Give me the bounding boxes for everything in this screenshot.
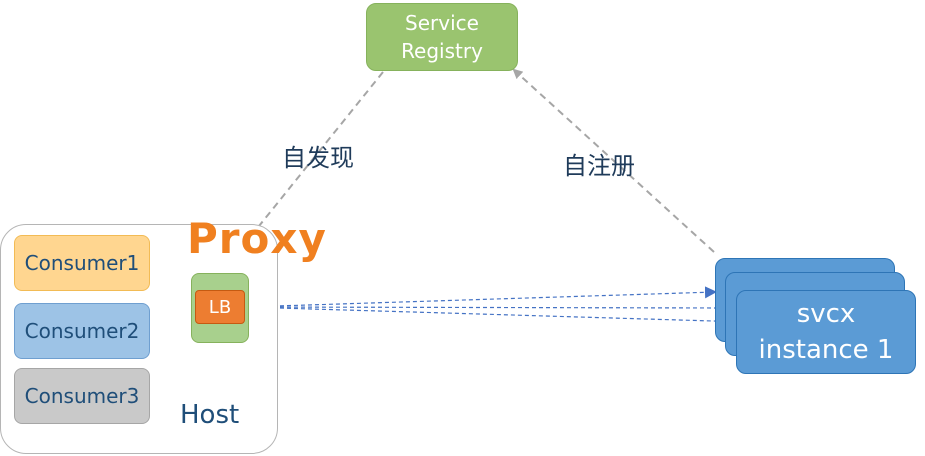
load-balancer-node: LB <box>195 290 245 324</box>
host-label: Host <box>180 400 240 430</box>
registry-label-line2: Registry <box>401 39 483 63</box>
service-registry-node: Service Registry <box>366 3 518 71</box>
service-name-label: svcx <box>796 299 856 329</box>
consumer3-label: Consumer3 <box>24 384 140 408</box>
consumer1-label: Consumer1 <box>24 251 140 275</box>
lb-label: LB <box>208 296 232 318</box>
register-label: 自注册 <box>563 152 635 180</box>
register-arrow <box>512 68 715 253</box>
consumer2-label: Consumer2 <box>24 319 140 343</box>
consumer1-node: Consumer1 <box>14 235 150 291</box>
proxy-label: Proxy <box>187 214 327 263</box>
registry-label-line1: Service <box>405 11 479 35</box>
service-instance-front: svcx instance 1 <box>736 290 916 374</box>
lb-to-instance-arrow-2 <box>244 301 728 314</box>
discover-label: 自发现 <box>282 144 354 172</box>
lb-to-instance-arrow-3 <box>244 306 748 328</box>
lb-to-instance-arrow-1 <box>244 286 717 308</box>
consumer3-node: Consumer3 <box>14 368 150 424</box>
discover-arrow <box>220 71 384 274</box>
consumer2-node: Consumer2 <box>14 303 150 359</box>
service-instance-label: instance 1 <box>758 335 894 365</box>
